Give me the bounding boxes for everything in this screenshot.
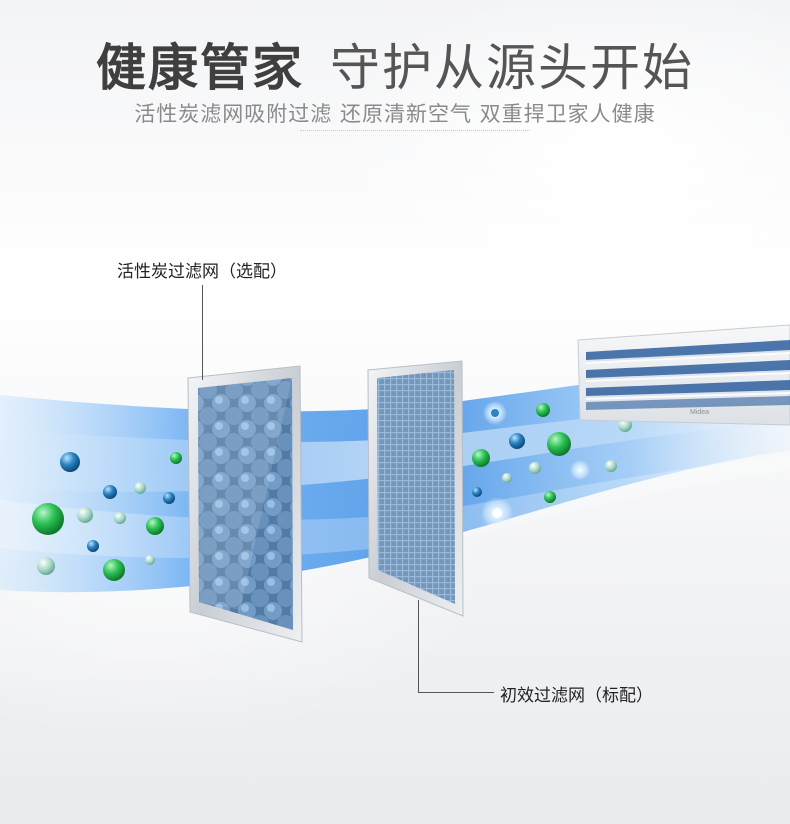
page-headline: 健康管家守护从源头开始 [0, 28, 790, 100]
primary-filter-leader-line-vertical [418, 600, 419, 692]
carbon-filter-leader-line [202, 285, 203, 380]
carbon-filter [187, 365, 303, 643]
brand-mark: Midea [690, 409, 709, 416]
primary-filter-label: 初效过滤网（标配） [500, 686, 653, 706]
primary-filter [367, 360, 464, 617]
page-subtitle: 活性炭滤网吸附过滤 还原清新空气 双重捍卫家人健康 [134, 102, 656, 126]
headline-title: 健康管家 [96, 39, 304, 97]
headline-tagline: 守护从源头开始 [330, 39, 694, 97]
decorative-rule [300, 130, 530, 131]
primary-filter-leader-line-horizontal [418, 692, 494, 693]
carbon-filter-label: 活性炭过滤网（选配） [117, 262, 287, 282]
air-conditioner-unit: Midea [577, 324, 790, 426]
particles-filtered [472, 401, 632, 529]
